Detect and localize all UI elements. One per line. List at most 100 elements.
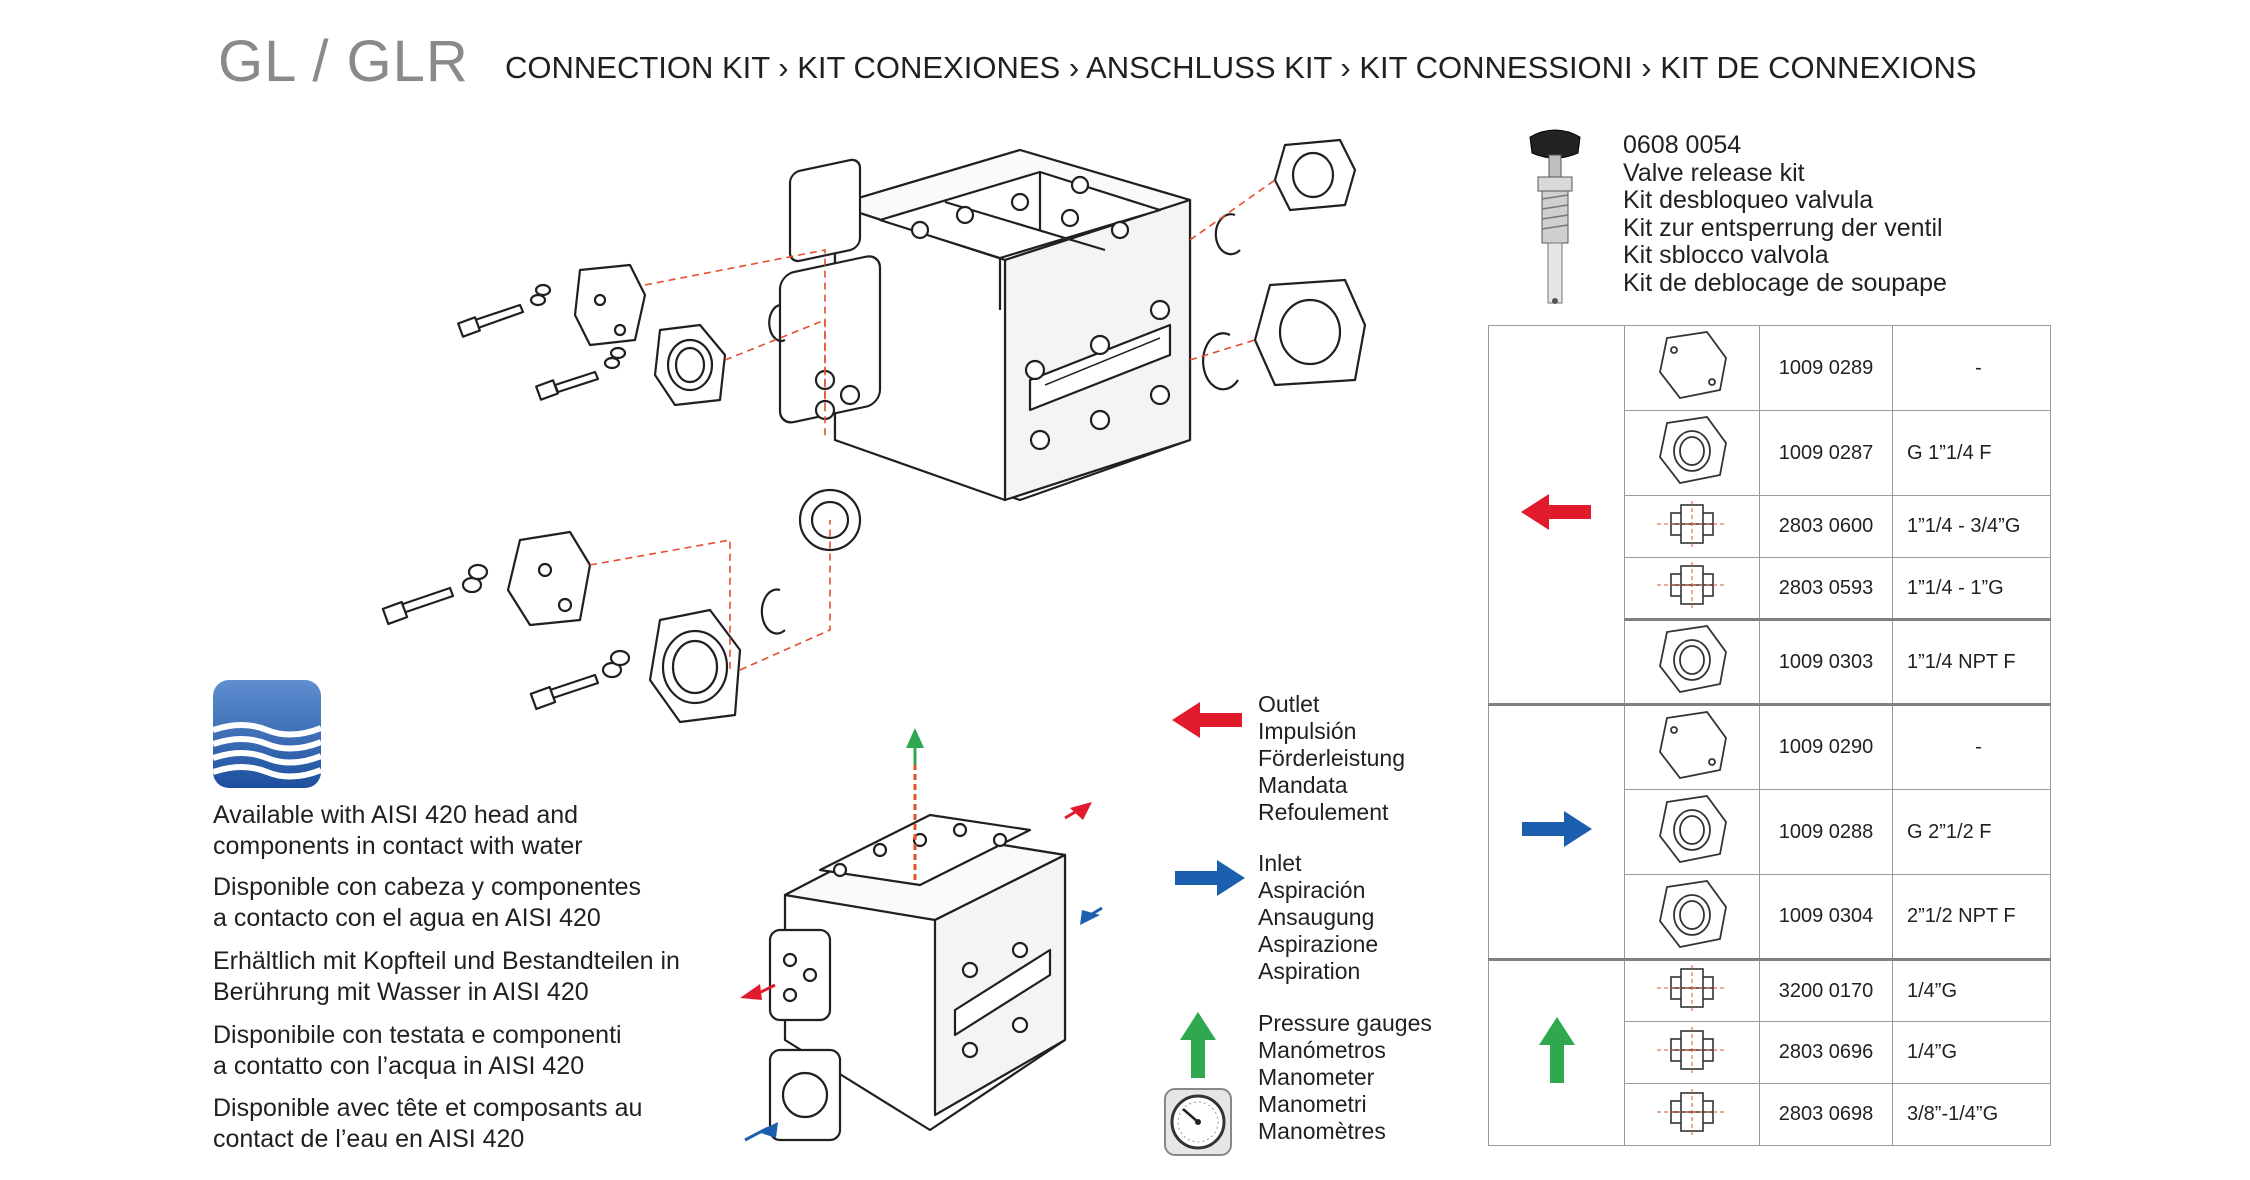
nipple-fitting-icon bbox=[1657, 1026, 1727, 1073]
bolt-heads bbox=[910, 175, 1171, 451]
part-code: 2803 0600 bbox=[1759, 495, 1893, 558]
blind-flange-lower bbox=[506, 530, 592, 627]
legend-label: Mandata bbox=[1258, 772, 1348, 798]
description-line: contact de l’eau en AISI 420 bbox=[213, 1125, 525, 1153]
valve-kit-name-es: Kit desbloqueo valvula bbox=[1623, 186, 1874, 214]
aisi-420-logo bbox=[213, 680, 321, 788]
legend-label: Pressure gauges bbox=[1258, 1010, 1432, 1036]
gauge-arrow-icon bbox=[1180, 1012, 1216, 1078]
part-spec: G 2”1/2 F bbox=[1892, 789, 2051, 875]
valve-kit-name-en: Valve release kit bbox=[1623, 158, 1805, 187]
blind-flange-icon bbox=[1659, 710, 1727, 779]
valve-release-kit-icon bbox=[1529, 129, 1581, 304]
pump-flow-drawing bbox=[740, 728, 1103, 1142]
description-line: Erhältlich mit Kopfteil und Bestandteile… bbox=[213, 947, 680, 975]
legend-label: Impulsión bbox=[1258, 718, 1357, 744]
outlet-flange-right bbox=[1273, 138, 1357, 212]
nipple-fitting-icon bbox=[1657, 965, 1727, 1011]
part-code: 1009 0303 bbox=[1759, 618, 1893, 705]
bolt-heads bbox=[782, 822, 1029, 1059]
threaded-flange-icon bbox=[1659, 879, 1727, 948]
part-code: 1009 0288 bbox=[1759, 789, 1893, 875]
valve-release-kit-info: 0608 0054 Valve release kit Kit desbloqu… bbox=[1623, 131, 1947, 297]
legend-label: Refoulement bbox=[1258, 799, 1389, 825]
threaded-flange-icon bbox=[1659, 625, 1727, 693]
legend-inlet: Inlet Aspiración Ansaugung Aspirazione A… bbox=[1258, 850, 1378, 985]
description-line: a contacto con el agua en AISI 420 bbox=[213, 904, 601, 932]
legend-outlet: Outlet Impulsión Förderleistung Mandata … bbox=[1258, 691, 1405, 826]
part-image-cell bbox=[1624, 1083, 1760, 1146]
part-image-cell bbox=[1624, 410, 1760, 496]
description-line: Berührung mit Wasser in AISI 420 bbox=[213, 978, 589, 1006]
legend-label: Manometer bbox=[1258, 1064, 1375, 1090]
legend-label: Aspiración bbox=[1258, 877, 1366, 903]
inlet-arrow-icon bbox=[1522, 811, 1592, 847]
inlet-group-cell bbox=[1488, 703, 1625, 960]
legend-label: Outlet bbox=[1258, 691, 1320, 717]
screws-upper bbox=[457, 283, 627, 401]
legend-label: Inlet bbox=[1258, 850, 1302, 876]
legend-label: Aspirazione bbox=[1258, 931, 1379, 957]
legend-label: Manomètres bbox=[1258, 1118, 1386, 1144]
part-spec: 2”1/2 NPT F bbox=[1892, 874, 2051, 960]
part-code: 1009 0304 bbox=[1759, 874, 1893, 960]
part-image-cell bbox=[1624, 618, 1760, 705]
threaded-flange-icon bbox=[1659, 416, 1727, 484]
part-code: 1009 0287 bbox=[1759, 410, 1893, 496]
part-image-cell bbox=[1624, 958, 1760, 1022]
part-image-cell bbox=[1624, 325, 1760, 411]
description-line: Disponibile con testata e componenti bbox=[213, 1021, 622, 1049]
legend-label: Förderleistung bbox=[1258, 745, 1406, 771]
flow-arrows bbox=[740, 728, 1103, 1142]
nipple-fitting-icon bbox=[1657, 500, 1727, 547]
nipple-fitting-icon bbox=[1657, 1088, 1727, 1135]
part-spec: - bbox=[1892, 703, 2051, 790]
part-spec: G 1”1/4 F bbox=[1892, 410, 2051, 496]
description-de: Erhältlich mit Kopfteil und Bestandteile… bbox=[213, 946, 733, 1008]
legend-label: Manómetros bbox=[1258, 1037, 1386, 1063]
brand-title: GL / GLR bbox=[218, 29, 469, 94]
pressure-gauge-icon bbox=[1164, 1088, 1232, 1156]
part-code: 1009 0290 bbox=[1759, 703, 1893, 790]
threaded-flange-icon bbox=[1659, 795, 1727, 863]
legend-label: Aspiration bbox=[1258, 958, 1361, 984]
description-fr: Disponible avec tête et composants au co… bbox=[213, 1093, 733, 1155]
part-code: 1009 0289 bbox=[1759, 325, 1893, 411]
description-line: a contatto con l’acqua in AISI 420 bbox=[213, 1052, 585, 1080]
part-code: 2803 0593 bbox=[1759, 557, 1893, 620]
part-image-cell bbox=[1624, 789, 1760, 875]
part-image-cell bbox=[1624, 1021, 1760, 1084]
parts-row: 1009 0290- bbox=[1488, 703, 2051, 960]
assembly-guide-lines bbox=[589, 179, 1276, 671]
part-spec: 1”1/4 NPT F bbox=[1892, 618, 2051, 705]
nipple-fitting-icon bbox=[1657, 562, 1727, 608]
part-spec: - bbox=[1892, 325, 2051, 411]
page-title: CONNECTION KIT › KIT CONEXIONES › ANSCHL… bbox=[505, 50, 1977, 85]
inlet-flange-right bbox=[1253, 278, 1367, 387]
description-it: Disponibile con testata e componenti a c… bbox=[213, 1020, 733, 1082]
part-spec: 1/4”G bbox=[1892, 1021, 2051, 1084]
part-spec: 1”1/4 - 3/4”G bbox=[1892, 495, 2051, 558]
part-image-cell bbox=[1624, 874, 1760, 960]
description-en: Available with AISI 420 head and compone… bbox=[213, 800, 733, 862]
part-spec: 1”1/4 - 1”G bbox=[1892, 557, 2051, 620]
part-code: 2803 0698 bbox=[1759, 1083, 1893, 1146]
outlet-group-cell bbox=[1488, 325, 1625, 705]
outlet-arrow-icon bbox=[1172, 702, 1242, 738]
description-es: Disponible con cabeza y componentes a co… bbox=[213, 872, 733, 934]
valve-kit-code: 0608 0054 bbox=[1623, 131, 1742, 159]
legend-label: Manometri bbox=[1258, 1091, 1367, 1117]
blind-flange-upper bbox=[573, 263, 647, 347]
outlet-arrow-icon bbox=[1521, 493, 1591, 530]
part-spec: 3/8”-1/4”G bbox=[1892, 1083, 2051, 1146]
threaded-flange-upper bbox=[653, 323, 727, 407]
blind-flange-icon bbox=[1659, 331, 1727, 399]
